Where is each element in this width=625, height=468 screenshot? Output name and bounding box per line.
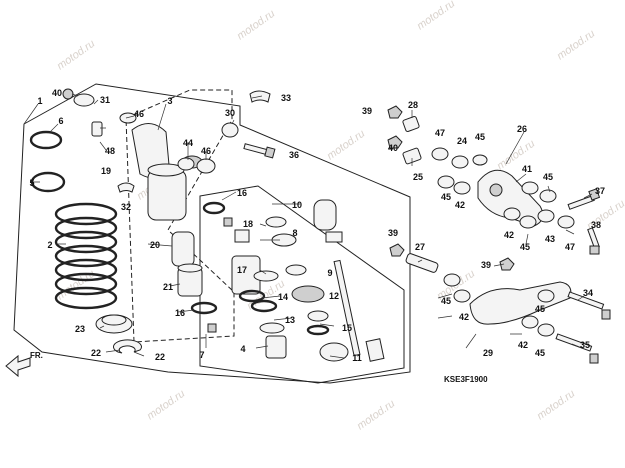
callout-16a: 16 [237,188,247,198]
callout-45b: 45 [441,192,451,202]
callout-24: 24 [457,136,467,146]
callout-23: 23 [75,324,85,334]
callout-31: 31 [100,95,110,105]
callout-47b: 47 [565,242,575,252]
callout-38: 38 [591,220,601,230]
callout-11: 11 [352,353,362,363]
upper-small-parts [62,88,271,193]
watermark-text: motod.ru [535,388,577,423]
callout-40a: 40 [52,88,62,98]
retaining-clip-part [113,339,142,354]
callout-39b: 39 [388,228,398,238]
callout-48: 48 [105,146,115,156]
callout-26: 26 [517,124,527,134]
callout-45e: 45 [441,296,451,306]
callout-25: 25 [413,172,423,182]
callout-12: 12 [329,291,339,301]
stopper-ring-part [29,130,63,150]
callout-46b: 46 [201,146,211,156]
callout-7: 7 [199,350,204,360]
collar-27-group [389,243,515,273]
assembly-frames [13,83,411,384]
callout-19: 19 [101,166,111,176]
callout-45f: 45 [535,304,545,314]
callout-labels: 1 2 3 4 5 6 7 8 9 10 11 12 13 14 15 16 1… [29,88,605,363]
bolts-37-38 [567,188,601,255]
callout-3: 3 [167,96,172,106]
callout-22a: 22 [91,348,101,358]
callout-29: 29 [483,348,493,358]
callout-42b: 42 [504,230,514,240]
callout-2: 2 [47,240,52,250]
callout-39c: 39 [481,260,491,270]
callout-1: 1 [37,96,42,106]
callout-16b: 16 [175,308,185,318]
watermark-text: motod.ru [55,38,97,73]
shock-link-part [431,147,575,229]
callout-36: 36 [289,150,299,160]
callout-47a: 47 [435,128,445,138]
leader-lines [23,93,595,359]
callout-46a: 46 [134,109,144,119]
callout-42a: 42 [455,200,465,210]
front-arrow-icon [5,354,31,378]
collar-group-upper [387,105,422,165]
shock-arm-part [443,273,611,364]
callout-4: 4 [240,344,245,354]
watermark-text: motod.ru [555,28,597,63]
callout-32: 32 [121,202,131,212]
callout-42c: 42 [459,312,469,322]
spring-seat-group [95,314,142,354]
callout-40b: 40 [388,143,398,153]
front-direction-arrow: FR. [5,351,43,378]
damper-rod-part [333,259,385,362]
callout-14: 14 [278,292,288,302]
spring-part [54,202,118,310]
callout-21: 21 [163,282,173,292]
callout-22b: 22 [155,352,165,362]
callout-34: 34 [583,288,593,298]
callout-43: 43 [545,234,555,244]
callout-13: 13 [285,315,295,325]
watermark-text: motod.ru [355,398,397,433]
watermark-text: motod.ru [235,8,277,43]
callout-20: 20 [150,240,160,250]
diagram-code: KSE3F1900 [444,375,488,384]
callout-45a: 45 [475,132,485,142]
callout-17: 17 [237,265,247,275]
callout-10: 10 [292,200,302,210]
watermark-text: motod.ru [145,388,187,423]
callout-28: 28 [408,100,418,110]
front-label: FR. [30,351,43,360]
callout-45g: 45 [535,348,545,358]
callout-18: 18 [243,219,253,229]
bump-rubber-group [171,231,218,333]
damper-internals [202,199,349,362]
callout-8: 8 [292,228,297,238]
callout-5: 5 [29,178,34,188]
callout-35: 35 [580,340,590,350]
callout-6: 6 [58,116,63,126]
callout-37: 37 [595,186,605,196]
shock-assembly-frame [13,83,411,384]
callout-39a: 39 [362,106,372,116]
callout-42d: 42 [518,340,528,350]
callout-45c: 45 [543,172,553,182]
callout-27: 27 [415,242,425,252]
watermark-text: motod.ru [325,128,367,163]
callout-30: 30 [225,108,235,118]
damper-subassembly-frame [199,185,405,384]
inner-dashed-frame [125,89,235,343]
callout-9: 9 [327,268,332,278]
watermark-text: motod.ru [415,0,457,32]
callout-15: 15 [342,323,352,333]
callout-44: 44 [183,138,193,148]
callout-41: 41 [522,164,532,174]
callout-33: 33 [281,93,291,103]
bolt-36-part [243,143,276,159]
callout-45d: 45 [520,242,530,252]
